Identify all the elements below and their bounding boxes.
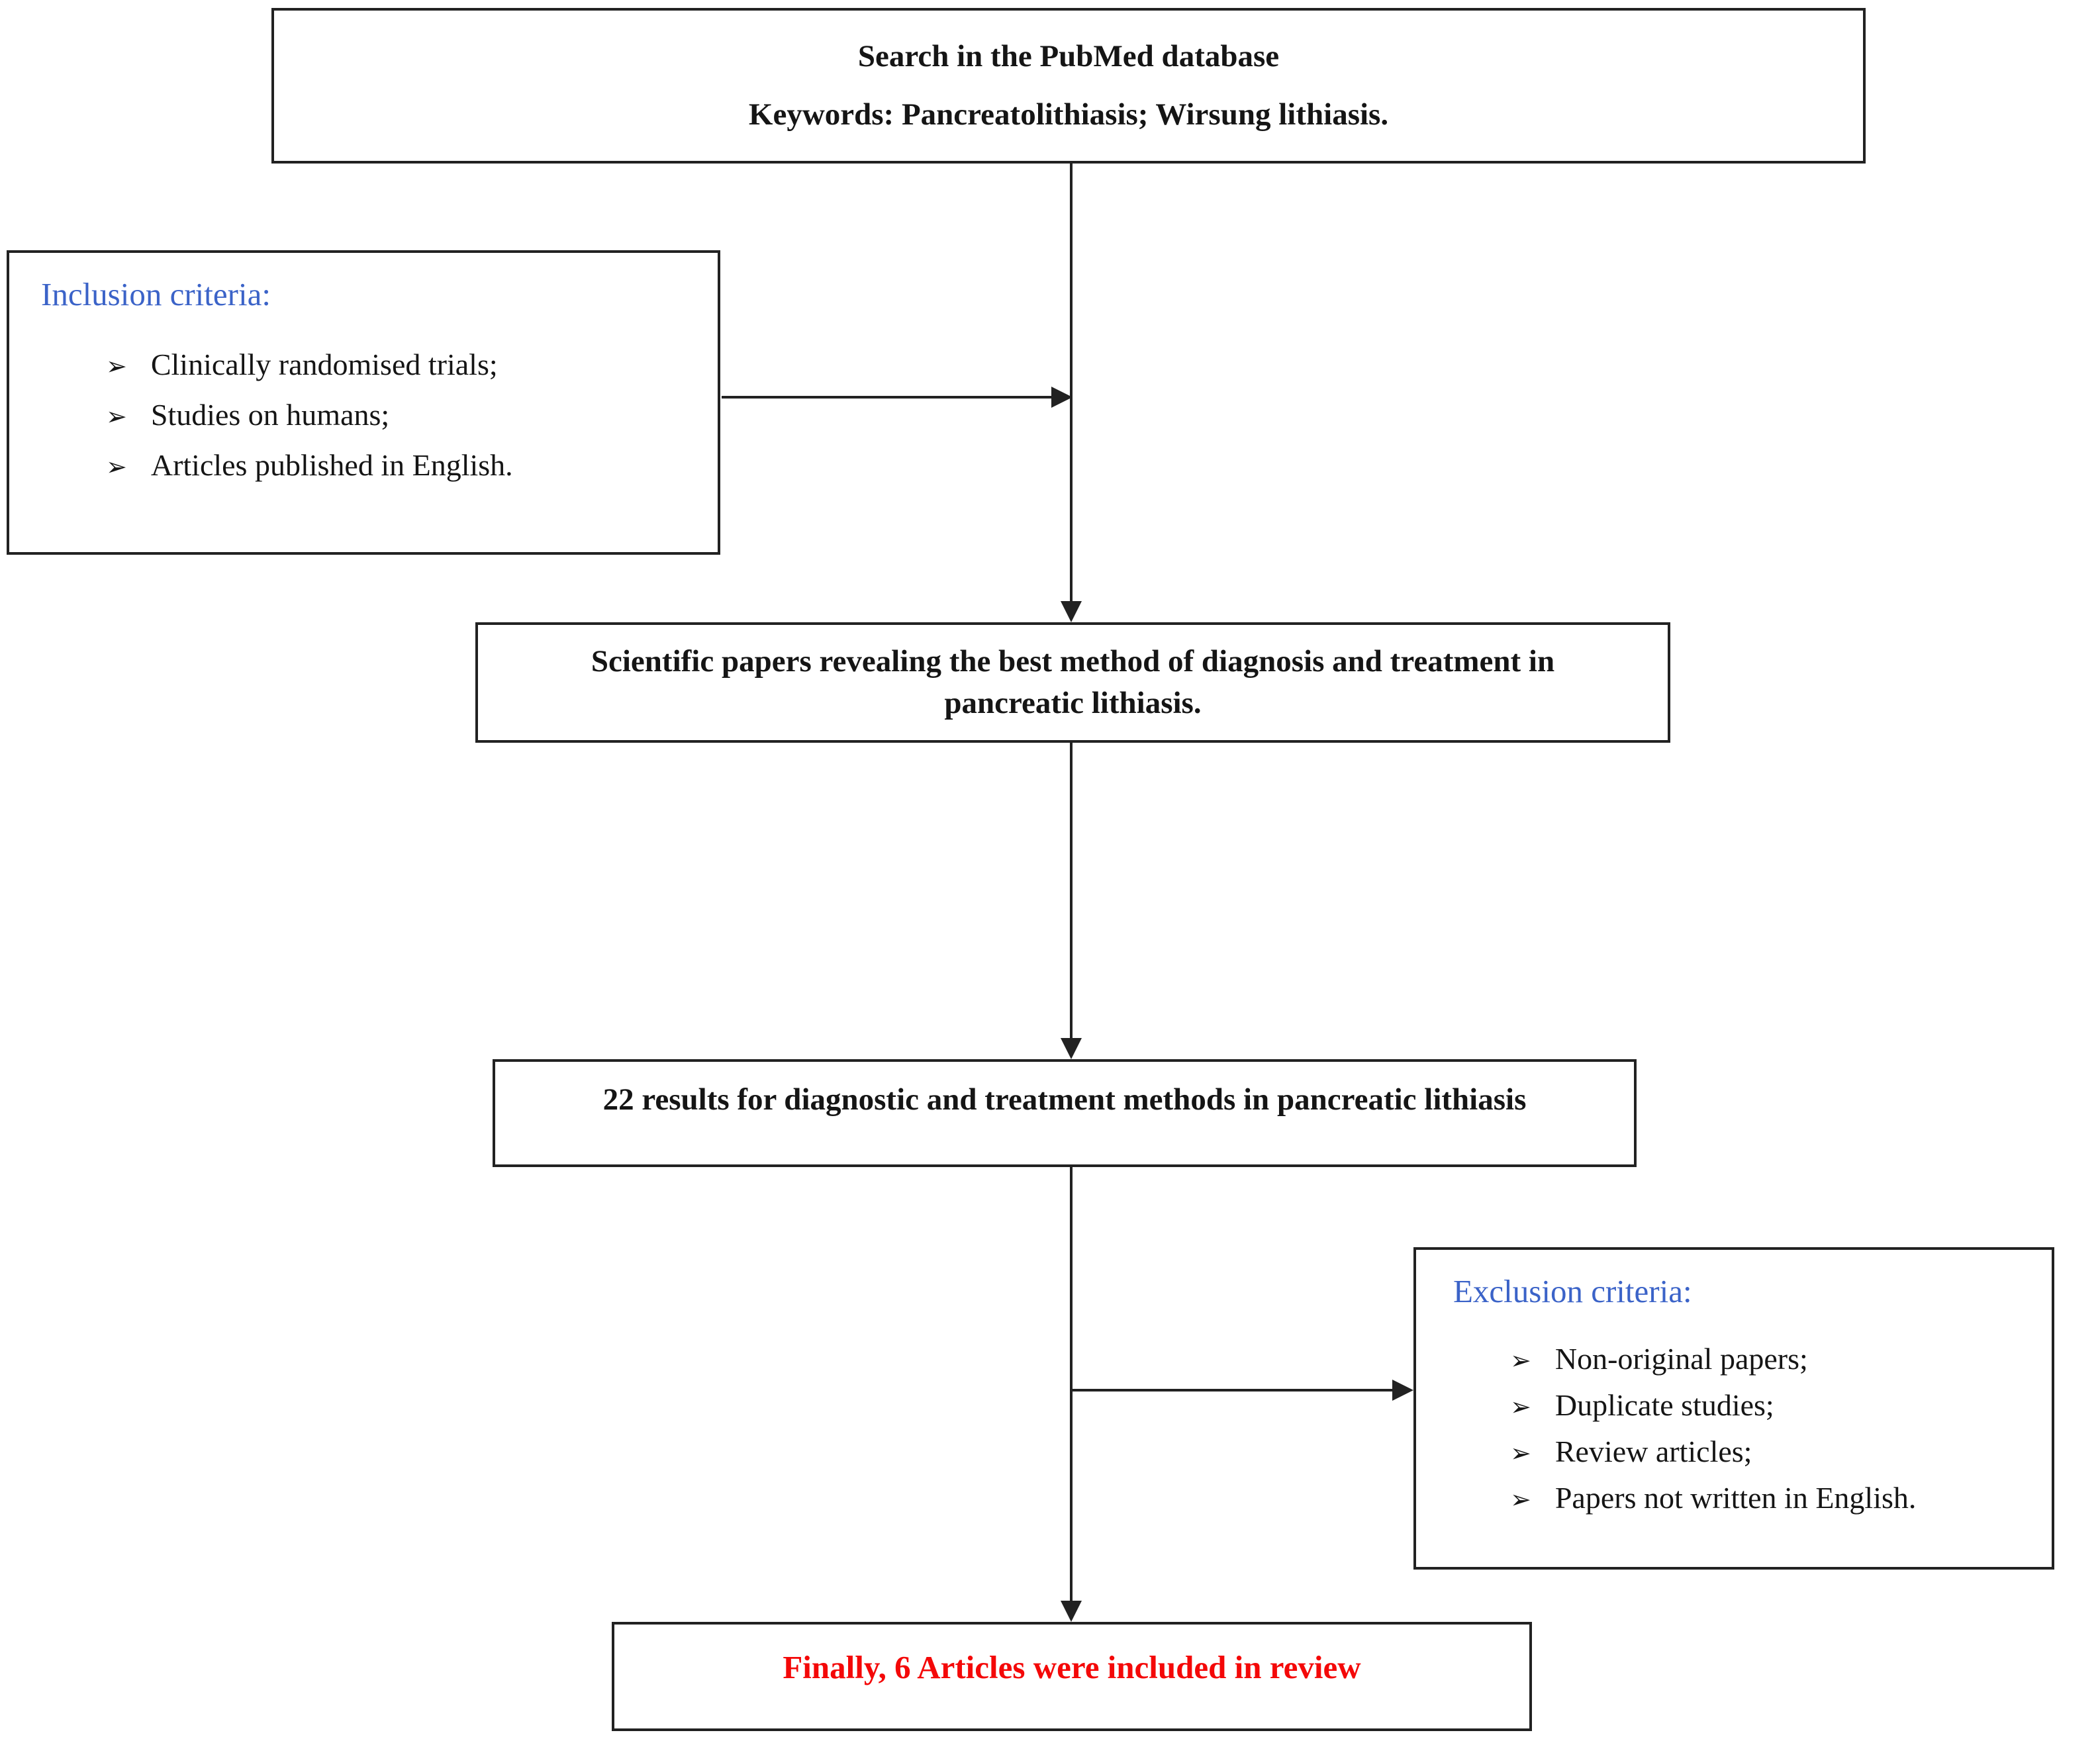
- connector-inclusion-to-spine: [722, 396, 1051, 399]
- list-item: ➢ Review articles;: [1510, 1435, 2032, 1470]
- inclusion-item-text: Articles published in English.: [150, 448, 513, 482]
- exclusion-item-text: Papers not written in English.: [1554, 1481, 1917, 1515]
- final-included-box: Finally, 6 Articles were included in rev…: [612, 1622, 1532, 1731]
- inclusion-criteria-box: Inclusion criteria: ➢ Clinically randomi…: [7, 250, 720, 555]
- scientific-papers-text: Scientific papers revealing the best met…: [591, 643, 1555, 720]
- exclusion-criteria-box: Exclusion criteria: ➢ Non-original paper…: [1413, 1247, 2054, 1570]
- arrow-right-icon: [1392, 1380, 1413, 1401]
- arrowhead-bullet-icon: ➢: [1510, 1438, 1531, 1468]
- arrowhead-bullet-icon: ➢: [1510, 1392, 1531, 1421]
- arrow-down-icon: [1061, 1038, 1082, 1059]
- arrow-down-icon: [1061, 601, 1082, 622]
- inclusion-item-text: Clinically randomised trials;: [150, 348, 498, 381]
- search-database-line1: Search in the PubMed database: [857, 39, 1280, 74]
- arrowhead-bullet-icon: ➢: [1510, 1346, 1531, 1375]
- search-database-box: Search in the PubMed database Keywords: …: [271, 8, 1866, 164]
- arrowhead-bullet-icon: ➢: [106, 352, 127, 381]
- connector-spine-to-exclusion: [1071, 1389, 1392, 1391]
- arrow-down-icon: [1061, 1601, 1082, 1622]
- arrowhead-bullet-icon: ➢: [1510, 1485, 1531, 1514]
- list-item: ➢ Studies on humans;: [106, 398, 691, 434]
- exclusion-item-text: Non-original papers;: [1554, 1342, 1808, 1376]
- exclusion-criteria-title: Exclusion criteria:: [1453, 1273, 1692, 1309]
- search-keywords-line: Keywords: Pancreatolithiasis; Wirsung li…: [748, 97, 1389, 132]
- inclusion-criteria-title: Inclusion criteria:: [41, 276, 271, 312]
- results-count-text: 22 results for diagnostic and treatment …: [602, 1082, 1527, 1117]
- list-item: ➢ Articles published in English.: [106, 448, 691, 484]
- final-included-text: Finally, 6 Articles were included in rev…: [783, 1649, 1361, 1686]
- connector-scientific-to-results: [1070, 741, 1073, 1038]
- exclusion-item-text: Duplicate studies;: [1554, 1388, 1774, 1422]
- list-item: ➢ Duplicate studies;: [1510, 1388, 2032, 1424]
- inclusion-criteria-list: ➢ Clinically randomised trials; ➢ Studie…: [106, 348, 691, 484]
- list-item: ➢ Papers not written in English.: [1510, 1481, 2032, 1517]
- exclusion-item-text: Review articles;: [1554, 1435, 1752, 1468]
- arrowhead-bullet-icon: ➢: [106, 402, 127, 431]
- connector-search-to-scientific: [1070, 164, 1073, 601]
- results-count-box: 22 results for diagnostic and treatment …: [493, 1059, 1637, 1167]
- exclusion-criteria-list: ➢ Non-original papers; ➢ Duplicate studi…: [1510, 1342, 2032, 1517]
- scientific-papers-box: Scientific papers revealing the best met…: [475, 622, 1670, 743]
- inclusion-item-text: Studies on humans;: [150, 398, 390, 432]
- list-item: ➢ Clinically randomised trials;: [106, 348, 691, 383]
- arrowhead-bullet-icon: ➢: [106, 452, 127, 481]
- arrow-right-icon: [1051, 387, 1073, 408]
- list-item: ➢ Non-original papers;: [1510, 1342, 2032, 1378]
- connector-results-to-final: [1070, 1166, 1073, 1601]
